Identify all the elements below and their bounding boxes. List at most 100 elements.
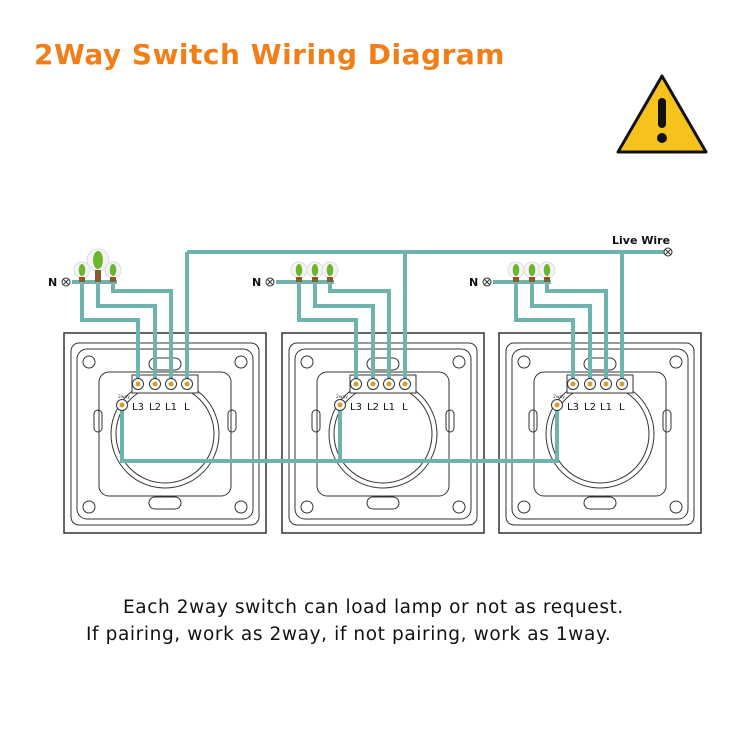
bulb-base <box>95 270 101 282</box>
side-slot <box>227 409 237 433</box>
screw-hole <box>300 500 314 514</box>
terminal-icon <box>152 381 158 387</box>
bulb-leaf <box>295 264 303 276</box>
neutral-terminal-icon <box>62 278 70 286</box>
terminal-icon <box>554 402 560 408</box>
switch-plate <box>63 332 267 534</box>
l3-wire <box>80 282 140 384</box>
terminal-icon <box>386 381 392 387</box>
screw-hole <box>517 500 531 514</box>
plate-inner <box>70 342 260 526</box>
mount-frame <box>98 371 232 497</box>
screw-hole <box>234 355 248 369</box>
terminal-label: L3 <box>567 402 579 413</box>
switch-2 <box>281 332 485 534</box>
lamp-icon <box>507 261 525 282</box>
screw-hole <box>669 500 683 514</box>
terminal-label: L1 <box>600 402 612 413</box>
neutral-terminal-icon <box>483 278 491 286</box>
screw-hole <box>517 355 531 369</box>
bulb-leaf <box>78 264 86 276</box>
l2-wire <box>530 282 592 384</box>
terminal-icon <box>135 381 141 387</box>
bulb-base <box>312 277 318 282</box>
screw-hole <box>82 500 96 514</box>
bulb-base <box>544 277 550 282</box>
twoway-label: 2way <box>336 394 348 400</box>
terminal-icon <box>184 381 190 387</box>
terminal-icon <box>337 402 343 408</box>
bulb-base <box>529 277 535 282</box>
side-slot <box>528 409 538 433</box>
switch-3 <box>498 332 702 534</box>
l2-wire <box>313 282 375 384</box>
bulb-base <box>79 277 85 282</box>
note-line-1: Each 2way switch can load lamp or not as… <box>123 597 624 618</box>
bulb-base <box>296 277 302 282</box>
warning-icon <box>616 74 708 154</box>
l3-wire <box>297 282 358 384</box>
bulb-leaf <box>109 264 117 276</box>
terminal-label: L <box>619 402 625 413</box>
lamp-icon <box>538 261 556 282</box>
lamp-icon <box>321 261 339 282</box>
neutral-label: N <box>48 276 57 289</box>
lamp-icon <box>86 248 110 282</box>
bulb-leaf <box>326 264 334 276</box>
neutral-terminal-icon <box>266 278 274 286</box>
terminal-label: L2 <box>367 402 379 413</box>
terminal-icon <box>619 381 625 387</box>
slot <box>148 496 182 510</box>
neutral-label: N <box>252 276 261 289</box>
plate-inner <box>288 342 478 526</box>
l1-wire <box>545 282 608 384</box>
plate-inner <box>505 342 695 526</box>
bulb-leaf <box>528 264 536 276</box>
note-line-2: If pairing, work as 2way, if not pairing… <box>86 624 612 645</box>
side-slot <box>311 409 321 433</box>
slot <box>583 496 617 510</box>
l2-wire <box>96 282 157 384</box>
l1-wire <box>111 282 173 384</box>
terminal-label: L3 <box>350 402 362 413</box>
lamp-icon <box>523 261 541 282</box>
terminal-icon <box>603 381 609 387</box>
terminal-icon <box>168 381 174 387</box>
screw-hole <box>82 355 96 369</box>
l1-wire <box>328 282 391 384</box>
terminal-icon <box>353 381 359 387</box>
lamp-icon <box>306 261 324 282</box>
slot <box>148 357 182 371</box>
terminal-label: L1 <box>383 402 395 413</box>
terminal-label: L <box>184 402 190 413</box>
terminal-icon <box>370 381 376 387</box>
plate-inner <box>76 348 254 520</box>
lamp-icon <box>73 261 91 282</box>
bulb-base <box>513 277 519 282</box>
live-wire-label: Live Wire <box>612 234 670 247</box>
switch-1 <box>63 332 267 534</box>
mount-frame <box>316 371 450 497</box>
terminal-label: L <box>402 402 408 413</box>
screw-hole <box>234 500 248 514</box>
neutral-label: N <box>469 276 478 289</box>
terminal-icon <box>587 381 593 387</box>
twoway-label: 2way <box>118 394 130 400</box>
side-slot <box>445 409 455 433</box>
bulb-base <box>110 277 116 282</box>
slot <box>583 357 617 371</box>
bulb-base <box>327 277 333 282</box>
screw-hole <box>452 355 466 369</box>
bulb-leaf <box>543 264 551 276</box>
plate-inner <box>511 348 689 520</box>
slot <box>366 496 400 510</box>
screw-hole <box>452 500 466 514</box>
terminal-icon <box>570 381 576 387</box>
mount-frame <box>533 371 667 497</box>
live-terminal-icon <box>664 248 672 256</box>
terminal-label: L2 <box>584 402 596 413</box>
switch-plate <box>498 332 702 534</box>
bulb-leaf <box>512 264 520 276</box>
lamp-icon <box>104 261 122 282</box>
